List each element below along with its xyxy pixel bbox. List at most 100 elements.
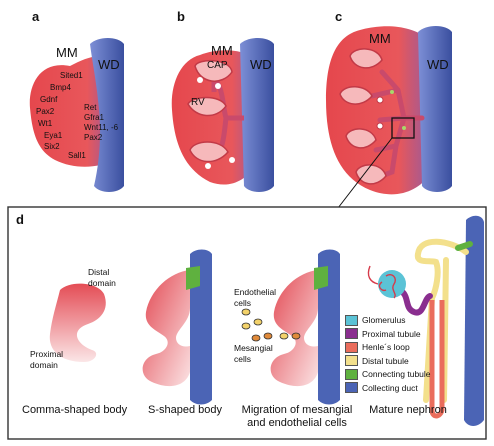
mm-gene-7: Six2 — [44, 142, 60, 151]
mesangial-cells-label-2: cells — [234, 354, 252, 364]
legend-item: Henle´s loop — [345, 341, 410, 353]
panel-b — [171, 38, 274, 192]
endothelial-cell — [253, 318, 263, 326]
proximal-domain-label-2: domain — [30, 360, 58, 370]
panel-label-b: b — [177, 9, 185, 24]
migrating-nephron — [270, 270, 318, 387]
legend-swatch — [345, 368, 358, 380]
wd-gene-4: Pax2 — [84, 133, 103, 142]
connecting-segment-m — [314, 266, 328, 290]
legend-item: Connecting tubule — [345, 368, 431, 380]
legend-swatch — [345, 382, 358, 393]
wd-label-b: WD — [250, 57, 272, 72]
nephron-cup-c2 — [339, 86, 373, 105]
proximal-domain-label-1: Proximal — [30, 349, 64, 359]
wolffian-duct-a — [90, 38, 124, 192]
caption-mature: Mature nephron — [369, 404, 447, 416]
mesangial-cell — [291, 332, 301, 340]
collecting-duct-m — [318, 249, 340, 405]
panel-a — [29, 38, 124, 192]
legend-label: Glomerulus — [362, 315, 406, 325]
legend-label: Connecting tubule — [362, 369, 431, 379]
mm-gene-8: Sall1 — [68, 151, 86, 160]
glomerular-capillaries — [378, 274, 396, 299]
vesicle-dot — [229, 157, 235, 163]
caption-migration-2: and endothelial cells — [247, 417, 347, 429]
legend-item: Collecting duct — [345, 382, 418, 394]
legend-swatch — [345, 341, 358, 353]
legend-swatch — [345, 328, 358, 339]
legend-label: Collecting duct — [362, 382, 418, 393]
migration-group — [241, 249, 340, 405]
wd-gene-2: Gfra1 — [84, 113, 105, 122]
cap-cup-top — [194, 59, 233, 82]
mm-gene-5: Wt1 — [38, 119, 53, 128]
vesicle-dot — [376, 122, 384, 130]
connecting-segment-s — [186, 266, 200, 290]
connecting-tubule-mature — [455, 241, 473, 251]
green-dot — [390, 90, 394, 94]
wd-label-c: WD — [427, 57, 449, 72]
s-shaped-body-group — [142, 249, 212, 405]
endothelial-cells-label-1: Endothelial — [234, 287, 277, 297]
vesicle-dot — [376, 96, 384, 104]
caption-migration-1: Migration of mesangial — [241, 404, 353, 416]
panel-label-d: d — [16, 212, 24, 227]
mesangial-cell — [251, 334, 261, 342]
zoom-connector-line — [337, 137, 393, 209]
vesicle-dot — [205, 163, 211, 169]
mm-gene-2: Bmp4 — [50, 83, 71, 92]
vesicle-dot — [215, 83, 221, 89]
endothelial-cell — [279, 332, 289, 340]
wolffian-duct-b — [240, 38, 274, 192]
glomerulus-mature — [378, 270, 406, 298]
cap-cup-bottom — [189, 141, 229, 163]
wolffian-duct-c — [418, 26, 452, 192]
panel-d — [7, 206, 487, 440]
panel-c — [326, 26, 452, 209]
henle-loop-mature — [429, 300, 445, 419]
cap-cup-middle — [187, 96, 227, 117]
metanephric-mesenchyme-a — [29, 56, 112, 167]
comma-shaped-body — [49, 283, 106, 362]
distal-domain-label-2: domain — [88, 278, 116, 288]
panel-label-a: a — [32, 9, 40, 24]
mm-label-b: MM — [211, 43, 233, 58]
endothelial-cell — [241, 322, 251, 330]
legend-label: Henle´s loop — [362, 342, 410, 352]
legend-label: Distal tubule — [362, 355, 409, 366]
s-shaped-body — [142, 270, 190, 387]
green-dot — [402, 126, 406, 130]
mm-gene-6: Eya1 — [44, 131, 63, 140]
endothelial-cell — [241, 308, 251, 316]
afferent-arteriole — [367, 265, 379, 285]
rv-label: RV — [191, 97, 205, 108]
legend-item: Proximal tubule — [345, 328, 421, 340]
caption-comma: Comma-shaped body — [22, 404, 128, 416]
distal-domain-label-1: Distal — [88, 267, 110, 277]
collecting-duct-s — [190, 249, 212, 405]
mature-nephron-group — [367, 215, 484, 426]
endothelial-cells-label-2: cells — [234, 298, 252, 308]
nephron-cup-c1 — [349, 48, 383, 69]
mm-label-a: MM — [56, 45, 78, 60]
mm-gene-3: Gdnf — [40, 95, 58, 104]
panel-label-c: c — [335, 9, 343, 24]
collecting-duct-mature — [464, 215, 484, 426]
legend-item: Glomerulus — [345, 314, 405, 326]
proximal-tubule-mature — [397, 287, 433, 316]
vesicle-dot — [197, 77, 203, 83]
mesangial-cells-label-1: Mesangial — [234, 343, 273, 353]
legend-label: Proximal tubule — [362, 328, 421, 339]
metanephric-mesenchyme-c — [326, 26, 430, 195]
legend-swatch — [345, 355, 358, 366]
nephron-cup-c3 — [345, 128, 377, 149]
wd-label-a: WD — [98, 57, 120, 72]
mm-gene-1: Sited1 — [60, 71, 83, 80]
mm-label-c: MM — [369, 31, 391, 46]
nephron-cup-c4 — [355, 164, 387, 185]
caption-s-shaped: S-shaped body — [148, 404, 222, 416]
wd-gene-1: Ret — [84, 103, 97, 112]
legend-item: Distal tubule — [345, 355, 409, 367]
